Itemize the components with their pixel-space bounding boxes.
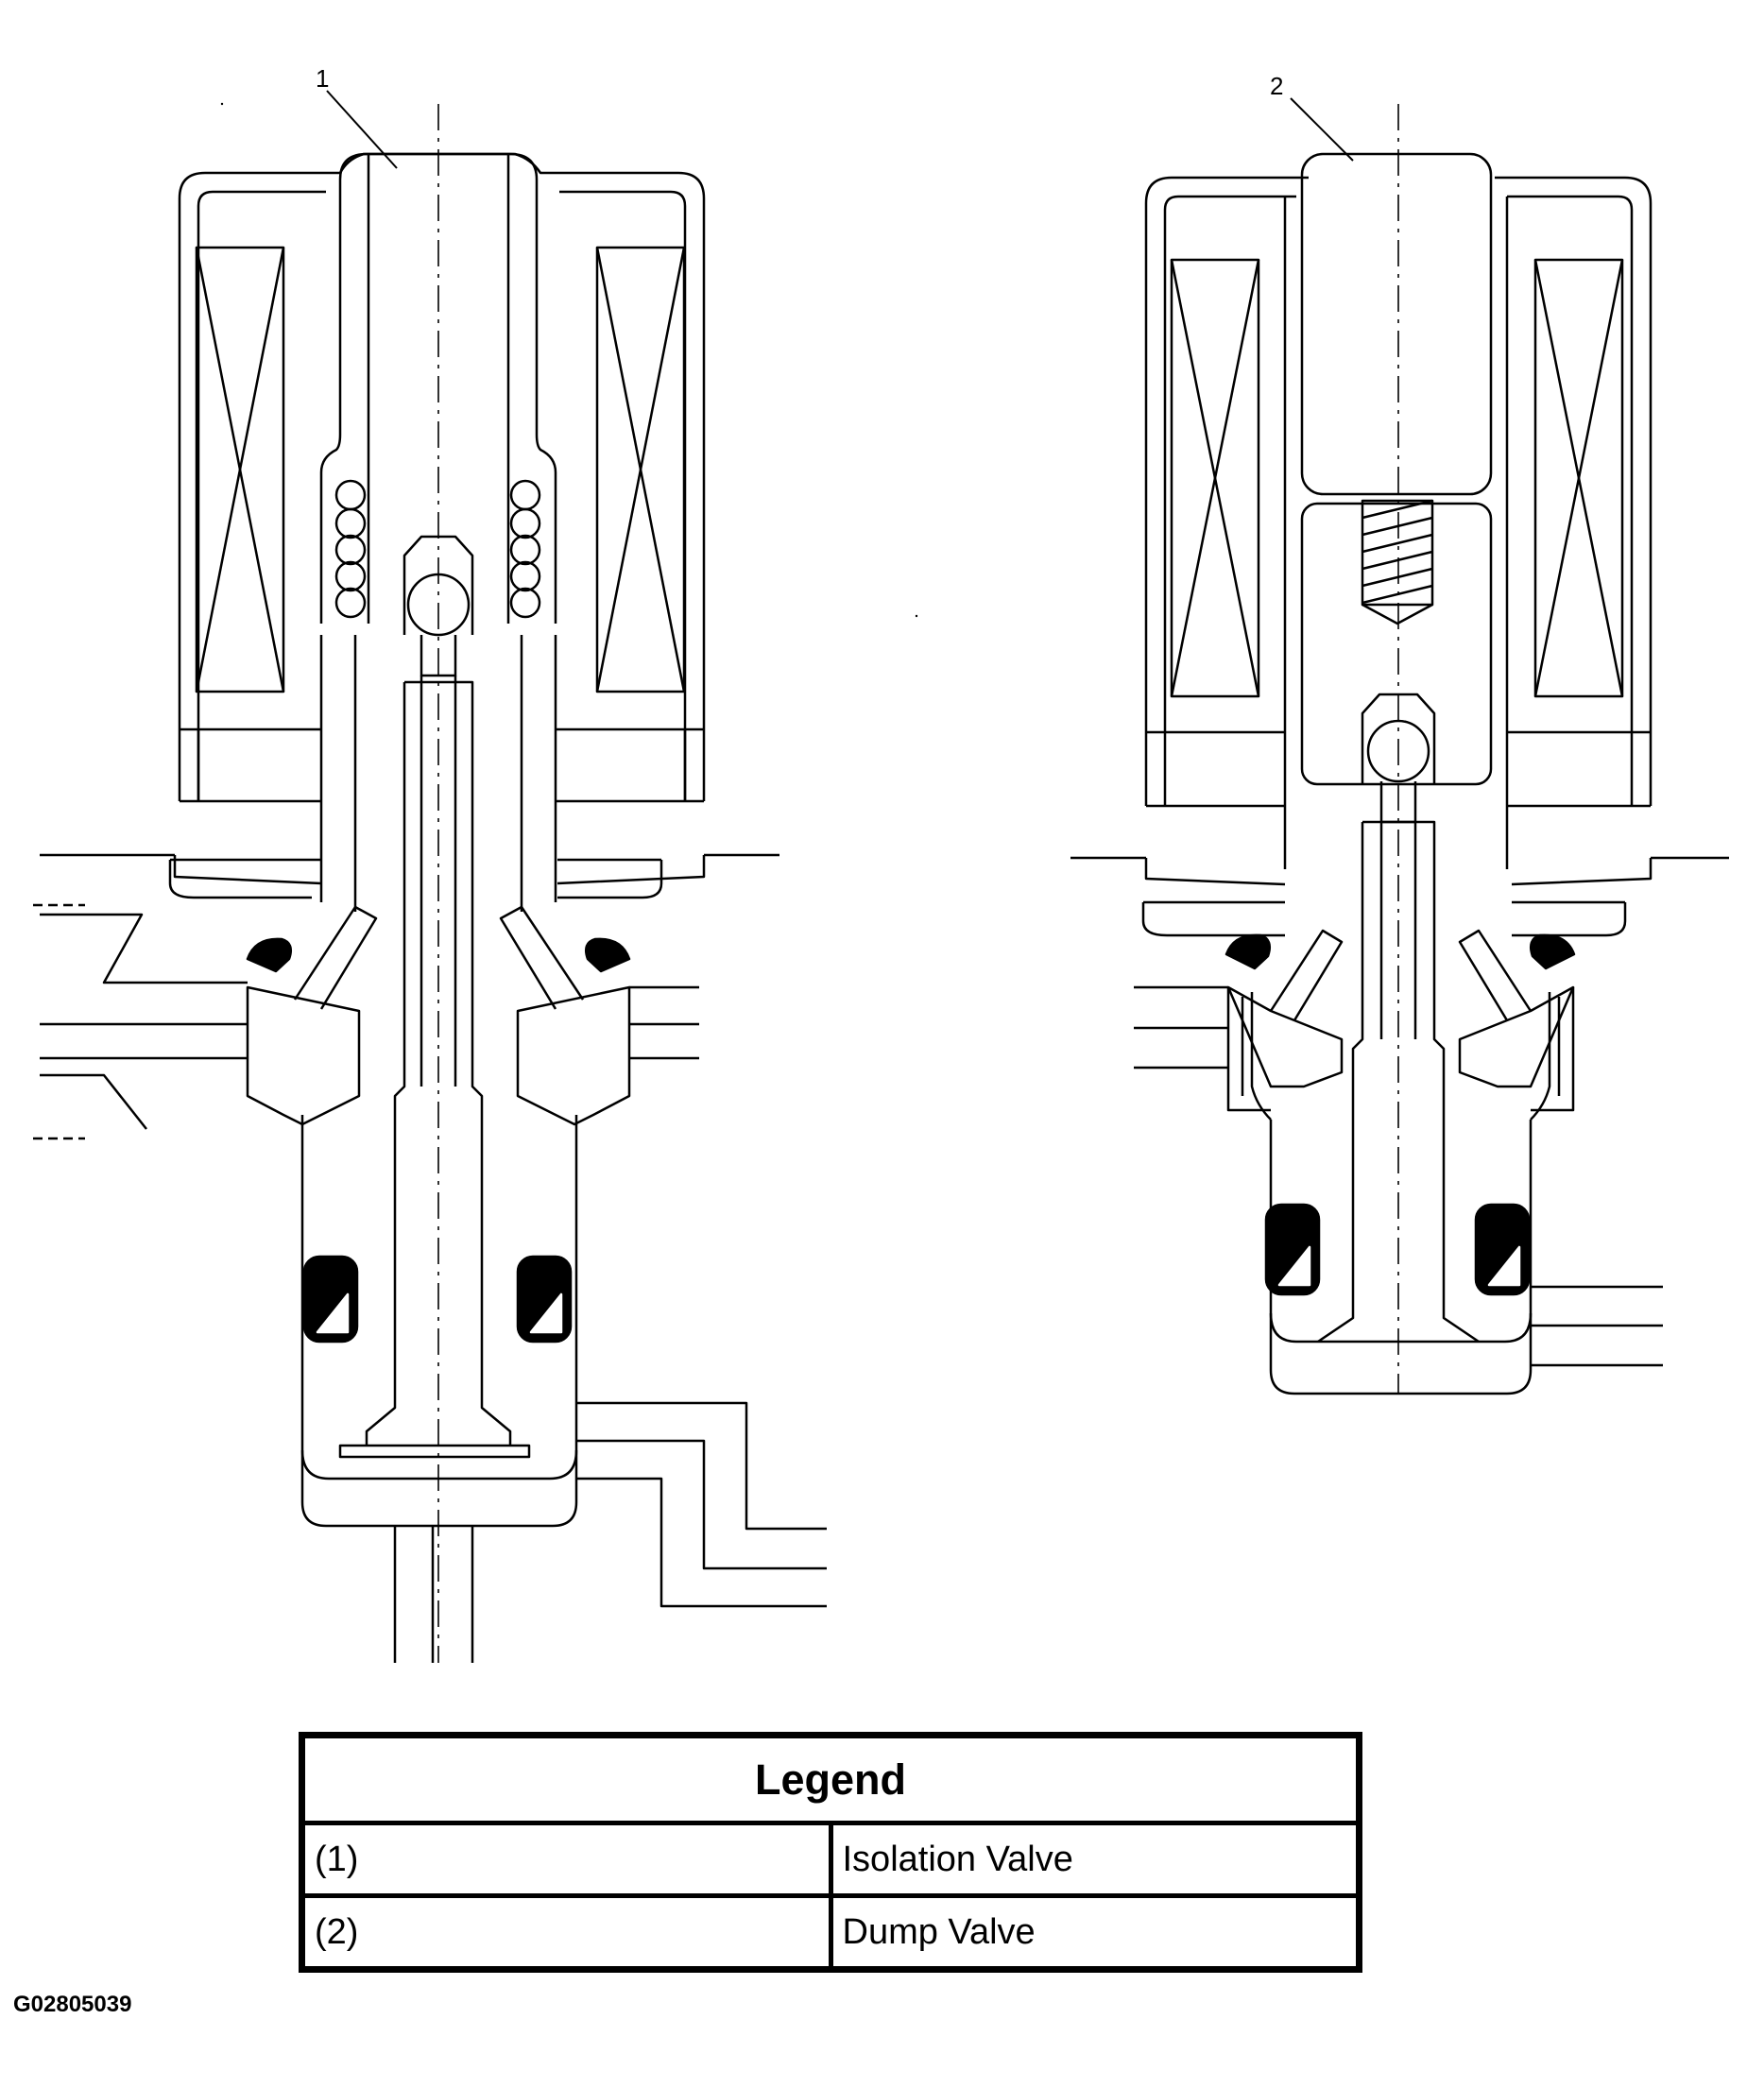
- valve-cross-section-diagram: 1: [33, 64, 1729, 1663]
- legend-row-number: (2): [300, 1893, 833, 1972]
- legend-header-row: Legend: [300, 1733, 1362, 1825]
- legend-title: Legend: [300, 1733, 1362, 1825]
- figure-id: G02805039: [13, 1992, 132, 2017]
- legend-row-number: (1): [300, 1821, 833, 1898]
- legend-row-label: Dump Valve: [828, 1893, 1362, 1972]
- dump-valve-drawing: 2: [1070, 72, 1729, 1395]
- legend-row: (1) Isolation Valve: [300, 1821, 1362, 1898]
- legend-row: (2) Dump Valve: [300, 1893, 1362, 1972]
- legend-table: Legend (1) Isolation Valve (2) Dump Valv…: [299, 1732, 1362, 1973]
- isolation-valve-drawing: 1: [33, 64, 827, 1663]
- legend-row-label: Isolation Valve: [828, 1821, 1362, 1898]
- callout-2-label: 2: [1270, 72, 1283, 100]
- callout-1-label: 1: [316, 64, 329, 93]
